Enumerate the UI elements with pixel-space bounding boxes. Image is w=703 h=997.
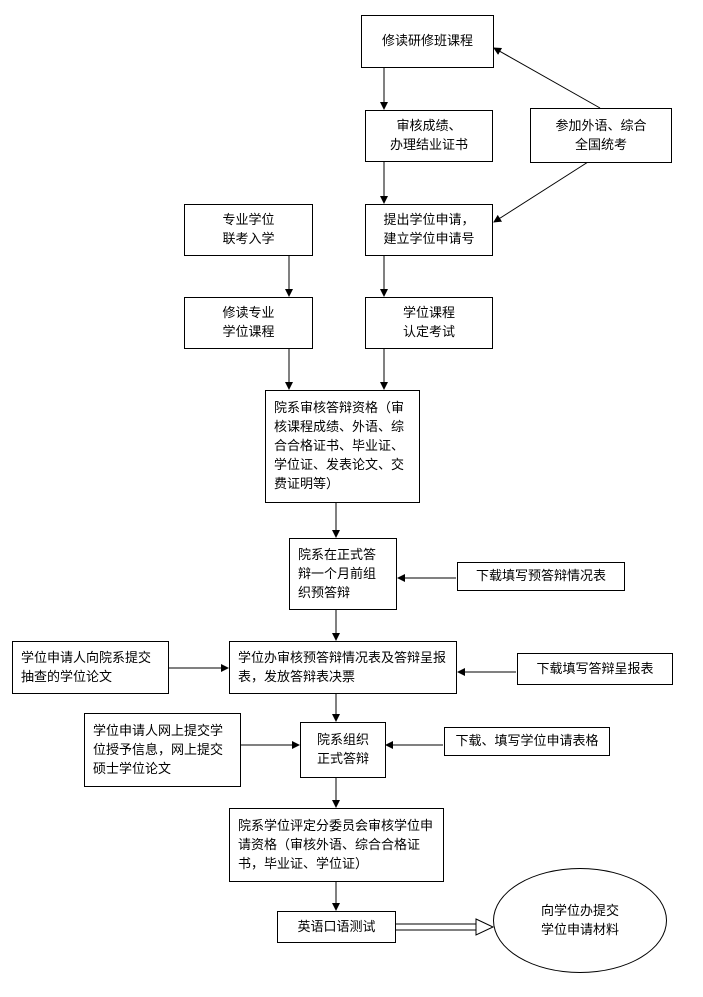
box-download-pre-label: 下载填写预答辩情况表 <box>475 569 606 584</box>
ellipse-submit-materials-label: 向学位办提交 学位申请材料 <box>540 903 619 938</box>
box-download-forms: 下载、填写学位申请表格 <box>444 727 610 756</box>
box-prof-entrance-label: 专业学位 联考入学 <box>222 213 275 247</box>
box-formal-defense: 院系组织 正式答辩 <box>300 722 386 778</box>
box-office-review-label: 学位办审核预答辩情况表及答辩呈报表，发放答辩表决票 <box>238 650 447 685</box>
box-pre-defense: 院系在正式答辩一个月前组织预答辩 <box>289 538 397 610</box>
box-course-study-label: 修读研修班课程 <box>381 34 473 49</box>
box-degree-apply: 提出学位申请， 建立学位申请号 <box>365 204 493 256</box>
box-oral-test: 英语口语测试 <box>277 911 396 943</box>
box-course-study: 修读研修班课程 <box>361 15 494 68</box>
box-degree-exam: 学位课程 认定考试 <box>365 297 493 349</box>
arrow-exam-to-apply <box>493 161 589 223</box>
box-committee-review: 院系学位评定分委员会审核学位申请资格（审核外语、综合合格证书，毕业证、学位证） <box>229 808 444 882</box>
box-online-submit-label: 学位申请人网上提交学位授予信息，网上提交硕士学位论文 <box>93 723 224 777</box>
box-submit-thesis-label: 学位申请人向院系提交抽查的学位论文 <box>21 650 152 685</box>
box-download-forms-label: 下载、填写学位申请表格 <box>455 734 599 749</box>
box-degree-exam-label: 学位课程 认定考试 <box>402 306 455 340</box>
arrow-exam-to-course <box>493 47 601 109</box>
box-download-report-label: 下载填写答辩呈报表 <box>536 661 654 677</box>
box-exam-join-label: 参加外语、综合 全国统考 <box>555 118 647 153</box>
ellipse-submit-materials: 向学位办提交 学位申请材料 <box>493 868 667 973</box>
box-prof-course-label: 修读专业 学位课程 <box>222 306 275 340</box>
box-dept-review: 院系审核答辩资格（审核课程成绩、外语、综合合格证书、毕业证、学位证、发表论文、交… <box>265 390 420 503</box>
box-exam-join: 参加外语、综合 全国统考 <box>530 108 672 163</box>
box-office-review: 学位办审核预答辩情况表及答辩呈报表，发放答辩表决票 <box>229 641 457 694</box>
box-grade-review-label: 审核成绩、 办理结业证书 <box>389 119 468 153</box>
box-online-submit: 学位申请人网上提交学位授予信息，网上提交硕士学位论文 <box>84 713 241 787</box>
box-formal-defense-label: 院系组织 正式答辩 <box>316 733 369 767</box>
box-pre-defense-label: 院系在正式答辩一个月前组织预答辩 <box>298 547 377 601</box>
box-download-pre: 下载填写预答辩情况表 <box>457 562 625 591</box>
double-arrow-oral-to-materials <box>396 918 495 936</box>
box-download-report: 下载填写答辩呈报表 <box>517 653 673 685</box>
box-committee-review-label: 院系学位评定分委员会审核学位申请资格（审核外语、综合合格证书，毕业证、学位证） <box>238 818 434 872</box>
box-submit-thesis: 学位申请人向院系提交抽查的学位论文 <box>12 641 169 694</box>
box-oral-test-label: 英语口语测试 <box>297 919 376 935</box>
box-dept-review-label: 院系审核答辩资格（审核课程成绩、外语、综合合格证书、毕业证、学位证、发表论文、交… <box>274 401 405 492</box>
box-grade-review: 审核成绩、 办理结业证书 <box>365 110 493 162</box>
box-degree-apply-label: 提出学位申请， 建立学位申请号 <box>383 213 475 247</box>
box-prof-course: 修读专业 学位课程 <box>184 297 313 349</box>
box-prof-entrance: 专业学位 联考入学 <box>184 204 313 256</box>
